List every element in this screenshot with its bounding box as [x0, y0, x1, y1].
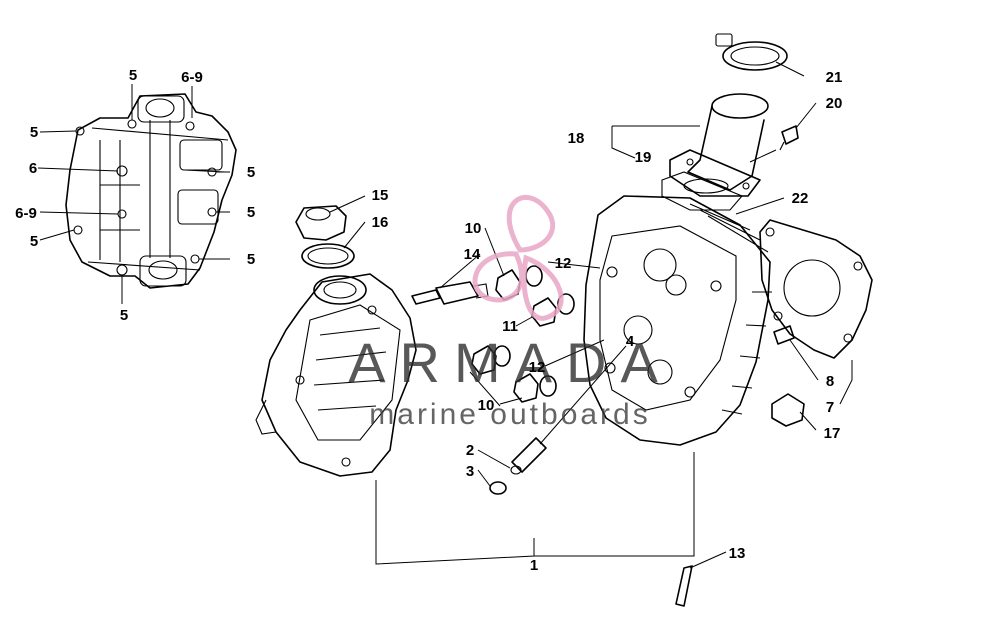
callout-20: 20: [826, 95, 843, 112]
callout-19: 19: [635, 149, 652, 166]
cylinder-head: [583, 195, 772, 446]
callout-5: 5: [247, 204, 255, 221]
washer-12-bottom: [493, 345, 557, 397]
propeller-logo: [472, 194, 564, 321]
callout-7: 7: [826, 399, 834, 416]
callout-6: 6: [29, 160, 37, 177]
intake-pipe: [669, 93, 769, 197]
callout-17: 17: [824, 425, 841, 442]
callout-5: 5: [120, 307, 128, 324]
callout-14: 14: [464, 246, 481, 263]
callout-6-9: 6-9: [181, 69, 203, 86]
callout-12: 12: [529, 359, 546, 376]
cap-nut-10-bottom: [471, 345, 539, 403]
callout-1: 1: [530, 557, 538, 574]
callout-18: 18: [568, 130, 585, 147]
head-gasket: [759, 219, 873, 359]
callout-5: 5: [247, 251, 255, 268]
armada-watermark: ARMADA marine outboards: [348, 194, 672, 431]
hose-clamp: [715, 33, 788, 71]
callout-10: 10: [478, 397, 495, 414]
stud-bolt: [675, 565, 693, 607]
callout-labels: 5 6-9 5 6 5 6-9 5 5 5 5 15 16 10 14 12 1…: [15, 67, 842, 574]
callout-12: 12: [555, 255, 572, 272]
intake-bolt: [779, 125, 799, 151]
callout-5: 5: [247, 164, 255, 181]
cylinder-head-top-view: [65, 93, 237, 289]
watermark-brand: ARMADA: [348, 331, 672, 394]
callout-4: 4: [626, 333, 635, 350]
o-ring-3: [489, 481, 507, 495]
watermark-tagline: marine outboards: [369, 398, 650, 431]
intake-gasket: [661, 171, 743, 211]
cylinder-head-cover: [255, 273, 417, 477]
callout-16: 16: [372, 214, 389, 231]
callout-5: 5: [30, 233, 38, 250]
callout-11: 11: [502, 318, 518, 335]
callout-3: 3: [466, 463, 474, 480]
valve-guide: [510, 437, 547, 475]
callout-10: 10: [465, 220, 482, 237]
oil-filler-cap: [295, 205, 347, 241]
dowel-pin: [773, 325, 795, 345]
plug-17: [771, 393, 805, 427]
callout-5: 5: [30, 124, 38, 141]
washer-12-top-a: [525, 265, 543, 287]
callout-2: 2: [466, 442, 474, 459]
callout-6-9: 6-9: [15, 205, 37, 222]
callout-5: 5: [129, 67, 137, 84]
callout-13: 13: [729, 545, 746, 562]
callout-8: 8: [826, 373, 834, 390]
callout-21: 21: [826, 69, 843, 86]
callout-22: 22: [792, 190, 809, 207]
o-ring-16: [301, 243, 355, 269]
callout-15: 15: [372, 187, 389, 204]
leader-lines: [37, 61, 853, 569]
